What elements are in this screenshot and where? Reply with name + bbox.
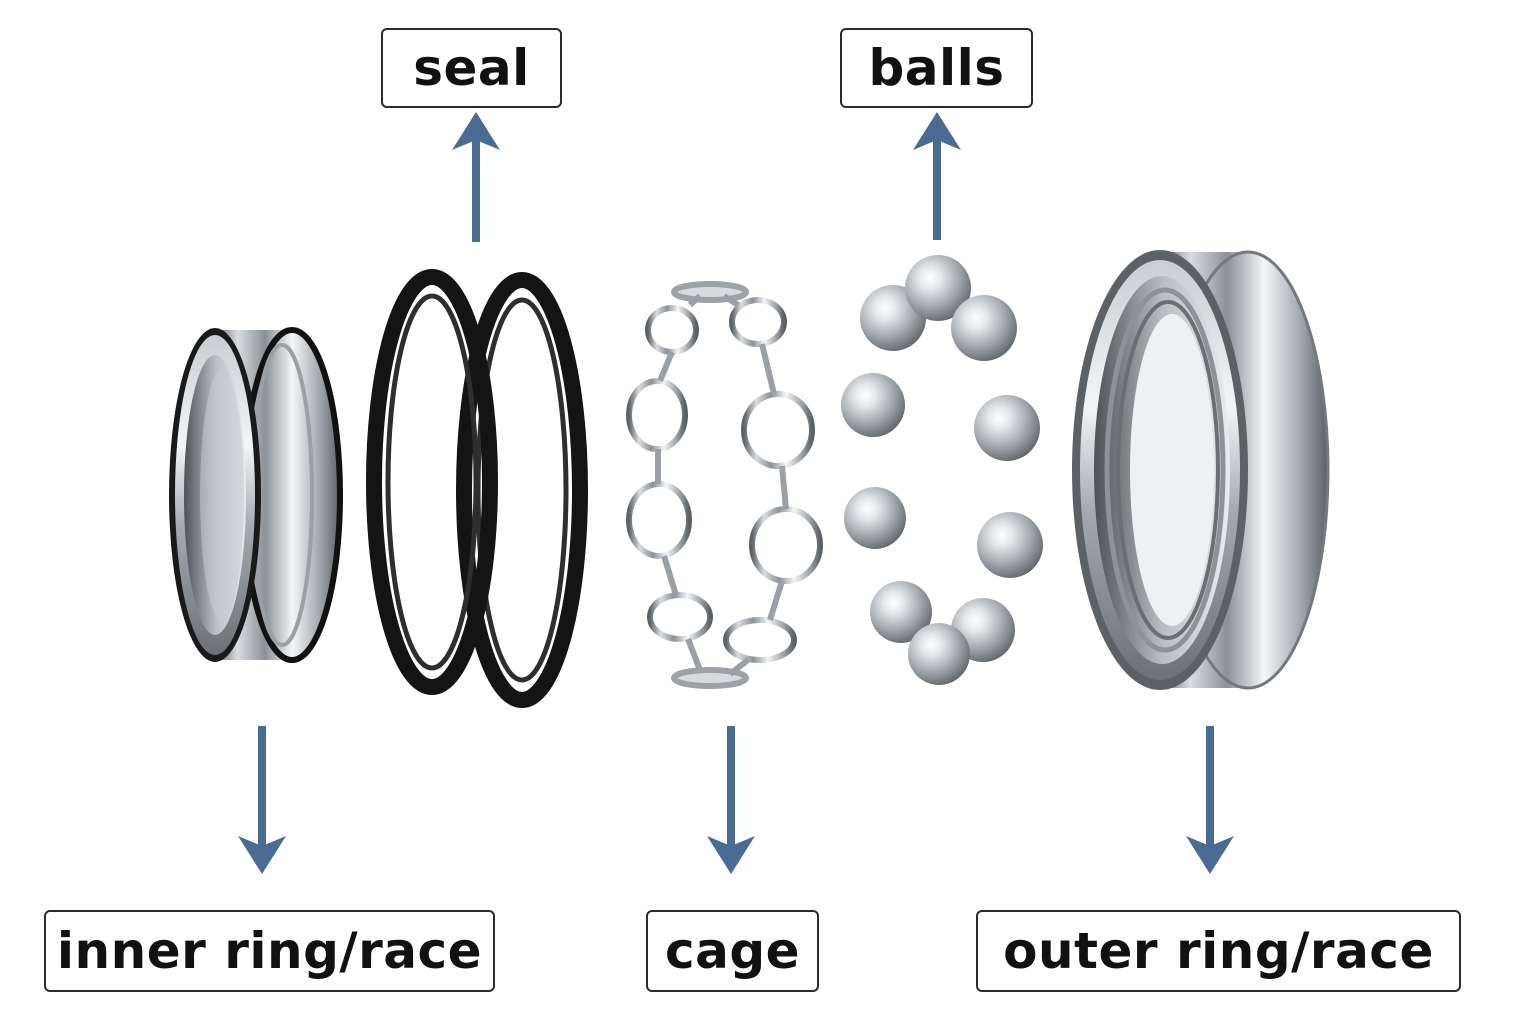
inner-ring-illustration bbox=[169, 327, 343, 663]
cage-illustration bbox=[626, 281, 823, 689]
outer-ring-label: outer ring/race bbox=[976, 910, 1461, 992]
cage-label: cage bbox=[646, 910, 819, 992]
arrow-balls-up bbox=[913, 112, 961, 240]
arrow-seal-up bbox=[452, 112, 500, 242]
seal-label: seal bbox=[381, 28, 562, 108]
seal-illustration bbox=[366, 269, 588, 708]
outer-ring-illustration bbox=[1072, 250, 1330, 690]
arrow-inner-ring-down bbox=[238, 726, 286, 874]
balls-label: balls bbox=[840, 28, 1033, 108]
arrow-outer-ring-down bbox=[1186, 726, 1234, 874]
balls-illustration bbox=[841, 255, 1043, 685]
inner-ring-label: inner ring/race bbox=[44, 910, 495, 992]
arrow-cage-down bbox=[707, 726, 755, 874]
